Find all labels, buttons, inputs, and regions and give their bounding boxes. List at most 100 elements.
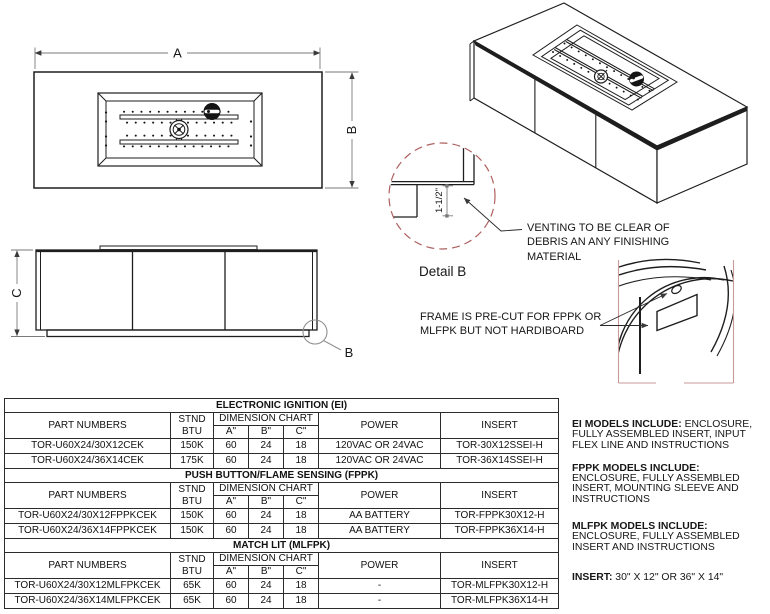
cell-a: 60 [213, 578, 249, 594]
col-a: A" [213, 425, 249, 439]
iso-panel-dividers [534, 77, 597, 168]
precut-hole [671, 284, 682, 295]
cell-insert: TOR-MLFPK30X12-H [439, 578, 560, 594]
gas-valve-knob-icon [203, 103, 221, 120]
cell-c: 18 [283, 453, 319, 469]
cell-c: 18 [283, 593, 319, 609]
col-power: POWER [318, 412, 441, 439]
frame-note-leader-arrow-2 [599, 293, 668, 326]
note-body: ENCLOSURE, FULLY ASSEMBLED INSERT, MOUNT… [572, 473, 740, 505]
cell-power: 120VAC OR 24VAC [318, 438, 441, 454]
cell-insert: TOR-FPPK30X12-H [439, 508, 560, 524]
table-row: TOR-U60X24/30X12CEK 150K 60 24 18 120VAC… [4, 438, 560, 454]
col-part-numbers: PART NUMBERS [4, 412, 171, 439]
dim-b-label: B [344, 126, 359, 135]
note-body: 30" X 12" OR 36" X 14" [612, 571, 724, 583]
front-view [35, 245, 342, 351]
frame-precut-note: FRAME IS PRE-CUT FOR FPPK OR MLFPK BUT N… [420, 311, 602, 337]
frame-detail-view [599, 258, 735, 384]
col-b: B" [248, 565, 284, 579]
header-row-2: A" B" C" [5, 565, 559, 579]
base-plinth [46, 329, 310, 338]
col-stnd: STND [178, 414, 206, 426]
panel-dividers [131, 251, 226, 330]
cell-c: 18 [283, 578, 319, 594]
dimension-c [10, 249, 45, 337]
col-btu: BTU [182, 565, 202, 577]
end-port-dots [104, 111, 253, 147]
col-dimension-chart: DIMENSION CHART [213, 552, 319, 566]
dim-a-label: A [173, 46, 182, 61]
col-c: C" [283, 565, 319, 579]
cell-a: 60 [213, 523, 249, 539]
note-body: ENCLOSURE, FULLY ASSEMBLED INSERT AND IN… [572, 531, 740, 553]
col-btu: BTU [182, 425, 202, 437]
iso-spark-igniter-icon [593, 69, 609, 84]
cell-power: AA BATTERY [318, 523, 441, 539]
cell-c: 18 [283, 508, 319, 524]
detail-ref-label: B [345, 345, 354, 360]
section-title: ELECTRONIC IGNITION (EI) [3, 398, 560, 413]
col-dimension-chart: DIMENSION CHART [213, 482, 319, 496]
cell-btu: 175K [170, 453, 214, 469]
burner-tray [97, 92, 263, 167]
cell-b: 24 [248, 523, 284, 539]
note-body: ENCLOSURE, FULLY ASSEMBLED INSERT, INPUT… [572, 419, 753, 451]
cell-b: 24 [248, 578, 284, 594]
col-a: A" [213, 495, 249, 509]
note-head: FPPK MODELS INCLUDE: [572, 462, 700, 474]
table-row: TOR-U60X24/36X14FPPKCEK 150K 60 24 18 AA… [4, 523, 560, 539]
note-insert-sizes: INSERT: 30" X 12" OR 36" X 14" [572, 571, 770, 583]
col-power: POWER [318, 482, 441, 509]
col-stnd: STND [178, 554, 206, 566]
spec-tables: ELECTRONIC IGNITION (EI) PART NUMBERS ST… [3, 398, 560, 609]
cell-btu: 150K [170, 523, 214, 539]
cell-b: 24 [248, 453, 284, 469]
cell-btu: 65K [170, 593, 214, 609]
cell-part: TOR-U60X24/30X12MLFPKCEK [4, 578, 171, 594]
dimension-a [34, 45, 321, 69]
cell-insert: TOR-FPPK36X14-H [439, 523, 560, 539]
col-c: C" [283, 495, 319, 509]
note-fppk-models: FPPK MODELS INCLUDE:ENCLOSURE, FULLY ASS… [572, 462, 770, 505]
iso-gas-valve-knob-icon [629, 71, 644, 87]
cell-part: TOR-U60X24/36X14FPPKCEK [4, 523, 171, 539]
enclosure-outline [33, 71, 323, 189]
cell-part: TOR-U60X24/30X12FPPKCEK [4, 508, 171, 524]
table-row: TOR-U60X24/30X12FPPKCEK 150K 60 24 18 AA… [4, 508, 560, 524]
col-c: C" [283, 425, 319, 439]
vent-clearance-note: VENTING TO BE CLEAR OF DEBRIS AN ANY FIN… [527, 222, 670, 263]
cell-insert: TOR-MLFPK36X14-H [439, 593, 560, 609]
section-header-row: PUSH BUTTON/FLAME SENSING (FPPK) [3, 468, 560, 483]
top-view [33, 71, 323, 189]
cell-insert: TOR-30X12SSEI-H [439, 438, 560, 454]
note-head: INSERT: [572, 571, 613, 583]
vent-gap-label: 1-1/2" [434, 188, 445, 213]
section-header-row: MATCH LIT (MLFPK) [3, 538, 560, 553]
col-insert: INSERT [439, 482, 560, 509]
col-a: A" [213, 565, 249, 579]
vent-note-leader-arrow [463, 197, 523, 232]
tray-lip [99, 245, 258, 251]
note-mlfpk-models: MLFPK MODELS INCLUDE:ENCLOSURE, FULLY AS… [572, 521, 770, 553]
col-power: POWER [318, 552, 441, 579]
technical-drawings: A B B C [9, 2, 749, 384]
spark-igniter-icon [169, 119, 189, 140]
spec-table: ELECTRONIC IGNITION (EI) PART NUMBERS ST… [3, 398, 560, 609]
detail-b-title: Detail B [419, 264, 467, 279]
header-row-2: A" B" C" [5, 425, 559, 439]
cell-b: 24 [248, 593, 284, 609]
note-head: EI MODELS INCLUDE: [572, 419, 682, 430]
col-dimension-chart: DIMENSION CHART [213, 412, 319, 426]
dim-c-label: C [9, 288, 24, 297]
cell-b: 24 [248, 508, 284, 524]
cell-power: 120VAC OR 24VAC [318, 453, 441, 469]
note-ei-models: EI MODELS INCLUDE: ENCLOSURE, FULLY ASSE… [572, 419, 770, 451]
cell-part: TOR-U60X24/36X14CEK [4, 453, 171, 469]
cell-a: 60 [213, 508, 249, 524]
cell-a: 60 [213, 593, 249, 609]
table-row: TOR-U60X24/36X14MLFPKCEK 65K 60 24 18 - … [4, 593, 560, 609]
